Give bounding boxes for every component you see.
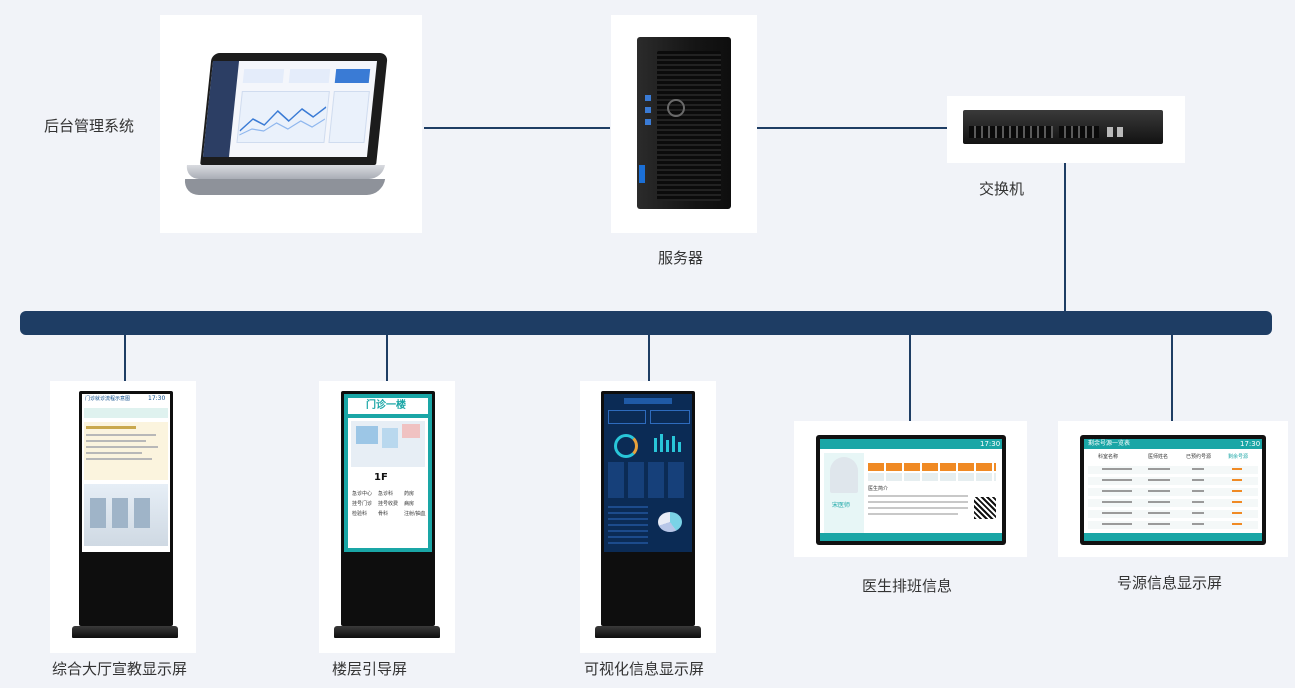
laptop-icon [160, 15, 422, 233]
source-header-1: 科室名称 [1098, 454, 1119, 460]
switch-icon [947, 96, 1185, 163]
floor-dept-9: 注射/抽血 [404, 511, 426, 517]
kiosk-icon: 门诊一楼 1F 急诊中心 急诊科 药房 挂号门诊 挂号收费 病房 检验科 骨科 … [319, 381, 455, 653]
endpoint-source-card: 剩余号源一览表 17:30 科室名称 医师姓名 已预约号源 剩余号源 [1058, 421, 1288, 557]
endpoint-floor-card: 门诊一楼 1F 急诊中心 急诊科 药房 挂号门诊 挂号收费 病房 检验科 骨科 … [319, 381, 455, 653]
endpoint-source-label: 号源信息显示屏 [1117, 574, 1223, 592]
server-label: 服务器 [658, 249, 704, 267]
floor-dept-4: 挂号门诊 [352, 501, 373, 507]
lobby-screen-clock: 17:30 [148, 395, 166, 402]
drop-line-3 [648, 335, 650, 381]
monitor-icon: 17:30 宋医师 医生简介 [794, 421, 1027, 557]
schedule-notice: 医生简介 [868, 486, 889, 492]
schedule-clock: 17:30 [980, 440, 1001, 448]
floor-dept-3: 药房 [404, 491, 415, 497]
floor-dept-2: 急诊科 [378, 491, 394, 497]
floor-screen-title: 门诊一楼 [366, 400, 406, 411]
kiosk-icon: 门诊就诊流程示意图 17:30 [50, 381, 196, 653]
drop-line-4 [909, 335, 911, 421]
endpoint-schedule-card: 17:30 宋医师 医生简介 [794, 421, 1027, 557]
laptop-card [160, 15, 422, 233]
floor-dept-1: 急诊中心 [352, 491, 373, 497]
floor-dept-5: 挂号收费 [378, 501, 399, 507]
network-bus [20, 311, 1272, 335]
endpoint-lobby-label: 综合大厅宣教显示屏 [52, 660, 188, 678]
schedule-doctor-name: 宋医师 [832, 502, 851, 509]
server-card [611, 15, 757, 233]
endpoint-visual-card [580, 381, 716, 653]
source-title: 剩余号源一览表 [1088, 440, 1131, 447]
source-header-4: 剩余号源 [1228, 454, 1249, 460]
switch-card [947, 96, 1185, 163]
source-clock: 17:30 [1240, 440, 1261, 448]
source-header-2: 医师姓名 [1148, 454, 1169, 460]
endpoint-lobby-card: 门诊就诊流程示意图 17:30 [50, 381, 196, 653]
endpoint-schedule-label: 医生排班信息 [862, 577, 953, 595]
floor-dept-7: 检验科 [352, 511, 368, 517]
lobby-screen-title: 门诊就诊流程示意图 [85, 396, 131, 402]
server-icon [611, 15, 757, 233]
backend-label: 后台管理系统 [44, 117, 135, 135]
endpoint-floor-label: 楼层引导屏 [332, 660, 408, 678]
drop-line-5 [1171, 335, 1173, 421]
endpoint-visual-label: 可视化信息显示屏 [584, 660, 705, 678]
drop-line-2 [386, 335, 388, 381]
link-server-switch [757, 127, 947, 129]
monitor-icon: 剩余号源一览表 17:30 科室名称 医师姓名 已预约号源 剩余号源 [1058, 421, 1288, 557]
floor-dept-8: 骨科 [378, 511, 389, 517]
switch-label: 交换机 [979, 180, 1025, 198]
link-switch-bus [1064, 163, 1066, 311]
link-laptop-server [424, 127, 610, 129]
drop-line-1 [124, 335, 126, 381]
source-header-3: 已预约号源 [1186, 454, 1212, 460]
kiosk-icon [580, 381, 716, 653]
floor-dept-6: 病房 [404, 501, 415, 507]
floor-number: 1F [374, 472, 388, 483]
